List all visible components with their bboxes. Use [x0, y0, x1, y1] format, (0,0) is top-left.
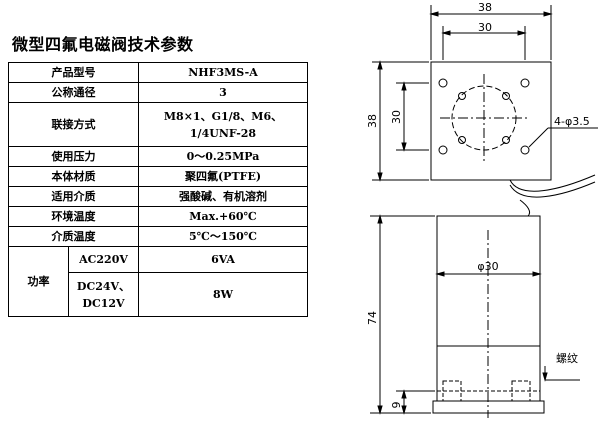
power-ac-value: 6VA	[138, 246, 308, 273]
dim-top-outer: 38	[478, 1, 492, 14]
ambient-temp-label: 环境温度	[8, 206, 139, 227]
thread-label: 螺纹	[556, 351, 578, 365]
technical-drawing: 38 30 38 30 4-φ3.5 φ30 74 9 螺纹	[366, 1, 598, 418]
connection-value: M8×1、G1/8、M6、 1/4UNF-28	[138, 102, 308, 147]
power-dc-label-line2: DC12V	[82, 296, 125, 310]
table-row: 公称通径 3	[8, 82, 308, 103]
body-material-value: 聚四氟(PTFE)	[138, 166, 308, 187]
table-row: 使用压力 0～0.25MPa	[8, 146, 308, 167]
mounting-hole	[520, 78, 530, 88]
connection-value-line2: 1/4UNF-28	[189, 126, 257, 140]
power-ac-label: AC220V	[68, 246, 139, 273]
table-row: DC24V、 DC12V 8W	[9, 272, 308, 317]
power-dc-label: DC24V、 DC12V	[68, 272, 139, 317]
spec-table: 产品型号 NHF3MS-A 公称通径 3 联接方式 M8×1、G1/8、M6、 …	[8, 62, 308, 317]
table-row: 介质温度 5℃～150℃	[8, 226, 308, 247]
mounting-hole	[438, 145, 448, 155]
connection-label: 联接方式	[8, 102, 139, 147]
dim-base-height: 9	[390, 402, 403, 409]
holes-label: 4-φ3.5	[554, 115, 590, 128]
dim-top-inner: 30	[478, 21, 492, 34]
medium-temp-value: 5℃～150℃	[138, 226, 308, 247]
power-dc-value: 8W	[138, 272, 308, 317]
pressure-value: 0～0.25MPa	[138, 146, 308, 167]
model-label: 产品型号	[8, 62, 139, 83]
table-row: 产品型号 NHF3MS-A	[8, 62, 308, 83]
power-label: 功率	[8, 246, 69, 317]
dim-left-outer: 38	[366, 114, 379, 128]
table-row: 联接方式 M8×1、G1/8、M6、 1/4UNF-28	[8, 102, 308, 147]
top-view-outline	[430, 61, 552, 181]
dim-height: 74	[366, 311, 379, 325]
medium-temp-label: 介质温度	[8, 226, 139, 247]
medium-value: 强酸碱、有机溶剂	[138, 186, 308, 207]
table-row: 功率 AC220V 6VA	[8, 246, 308, 317]
model-value: NHF3MS-A	[138, 62, 308, 83]
table-row: 环境温度 Max.+60℃	[8, 206, 308, 227]
mounting-hole	[438, 78, 448, 88]
nominal-diameter-value: 3	[138, 82, 308, 103]
ambient-temp-value: Max.+60℃	[138, 206, 308, 227]
medium-label: 适用介质	[8, 186, 139, 207]
connection-value-line1: M8×1、G1/8、M6、	[163, 109, 283, 123]
table-row: 本体材质 聚四氟(PTFE)	[8, 166, 308, 187]
nominal-diameter-label: 公称通径	[8, 82, 139, 103]
mounting-hole	[520, 145, 530, 155]
body-material-label: 本体材质	[8, 166, 139, 187]
power-dc-label-line1: DC24V、	[76, 279, 131, 293]
dim-diameter: φ30	[477, 260, 498, 273]
page-title: 微型四氟电磁阀技术参数	[12, 35, 194, 54]
pressure-label: 使用压力	[8, 146, 139, 167]
dim-left-inner: 30	[390, 110, 403, 124]
table-row: 适用介质 强酸碱、有机溶剂	[8, 186, 308, 207]
